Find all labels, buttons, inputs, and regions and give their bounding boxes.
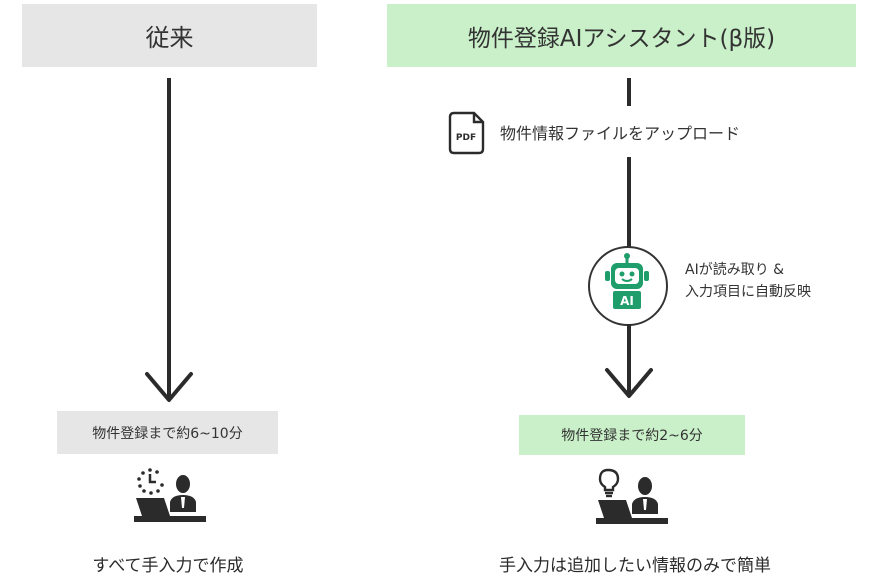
ai-flow-line-bottom bbox=[627, 324, 631, 394]
ai-badge-label: AI bbox=[620, 294, 634, 308]
conventional-caption: すべて手入力で作成 bbox=[92, 556, 244, 576]
ai-arrow-head bbox=[605, 368, 653, 398]
person-working-clock-icon bbox=[134, 468, 206, 522]
conventional-time-text: 物件登録まで約6~10分 bbox=[92, 425, 243, 442]
ai-flow-line-top bbox=[627, 78, 631, 106]
ai-step-line-1: AIが読み取り & bbox=[685, 262, 785, 278]
ai-assistant-header-text: 物件登録AIアシスタント(β版) bbox=[467, 25, 776, 52]
ai-robot-icon: AI bbox=[605, 253, 649, 309]
conventional-header-text: 従来 bbox=[145, 24, 194, 52]
ai-assistant-header: 物件登録AIアシスタント(β版) bbox=[387, 4, 856, 67]
ai-step-text: AIが読み取り & 入力項目に自動反映 bbox=[685, 259, 811, 303]
pdf-file-icon: PDF bbox=[448, 111, 485, 155]
conventional-arrow-head bbox=[145, 372, 193, 402]
ai-time-label: 物件登録まで約2~6分 bbox=[519, 415, 745, 455]
ai-step-line-2: 入力項目に自動反映 bbox=[685, 284, 811, 300]
conventional-flow-line bbox=[167, 78, 171, 398]
ai-flow-line-middle bbox=[627, 157, 631, 247]
person-working-lightbulb-icon bbox=[596, 468, 668, 524]
ai-caption: 手入力は追加したい情報のみで簡単 bbox=[499, 556, 771, 576]
conventional-time-label: 物件登録まで約6~10分 bbox=[57, 411, 278, 454]
upload-step-text: 物件情報ファイルをアップロード bbox=[500, 124, 741, 143]
pdf-icon-label: PDF bbox=[456, 133, 476, 143]
conventional-header: 従来 bbox=[22, 4, 317, 67]
ai-time-text: 物件登録まで約2~6分 bbox=[561, 428, 703, 444]
